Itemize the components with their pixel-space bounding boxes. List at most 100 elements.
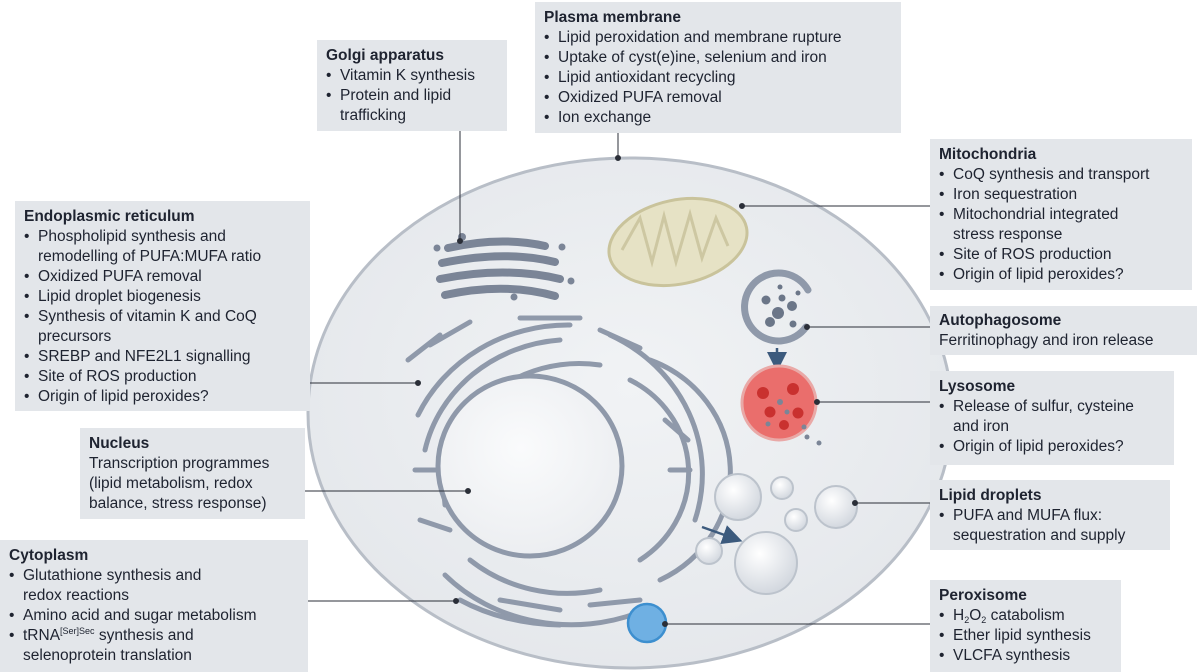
- list-item-line: Glutathione synthesis and: [23, 567, 202, 584]
- description-line: (lipid metabolism, redox: [89, 475, 253, 492]
- list-item: CoQ synthesis and transport: [939, 165, 1184, 185]
- list-item: Uptake of cyst(e)ine, selenium and iron: [544, 48, 893, 68]
- endoplasmic-reticulum-title: Endoplasmic reticulum: [24, 208, 195, 225]
- peroxisome-title: Peroxisome: [939, 587, 1027, 604]
- nucleus-title: Nucleus: [89, 435, 150, 452]
- list-item-line: Uptake of cyst(e)ine, selenium and iron: [558, 49, 827, 66]
- leader-lines: [305, 131, 930, 627]
- list-item-line: Protein and lipid: [340, 87, 452, 104]
- list-item-line: Origin of lipid peroxides?: [953, 438, 1124, 455]
- list-item-line: Vitamin K synthesis: [340, 67, 475, 84]
- lysosome-shape: [740, 364, 822, 446]
- list-item-line: Ether lipid synthesis: [953, 627, 1091, 644]
- list-item: H2O2 catabolism: [939, 606, 1113, 626]
- list-item-line: CoQ synthesis and transport: [953, 166, 1150, 183]
- description-line: Transcription programmes: [89, 455, 270, 472]
- cytoplasm-title: Cytoplasm: [9, 547, 89, 564]
- lipid-droplets-title: Lipid droplets: [939, 487, 1042, 504]
- list-item-line: and iron: [953, 418, 1010, 435]
- nucleus-description: Transcription programmes (lipid metabolis…: [89, 454, 297, 514]
- list-item-line: tRNA[Ser]Sec synthesis and: [23, 626, 194, 645]
- list-item: Lipid droplet biogenesis: [24, 287, 302, 307]
- list-item: Site of ROS production: [939, 245, 1184, 265]
- list-item-line: H2O2 catabolism: [953, 607, 1065, 625]
- list-item-line: sequestration and supply: [953, 527, 1126, 544]
- mitochondria-list: CoQ synthesis and transportIron sequestr…: [939, 165, 1184, 285]
- golgi-list: Vitamin K synthesisProtein and lipid traf…: [326, 66, 499, 126]
- peroxisome-label: Peroxisome H2O2 catabolismEther lipid sy…: [930, 580, 1121, 672]
- list-item: Iron sequestration: [939, 185, 1184, 205]
- list-item-line: Origin of lipid peroxides?: [953, 266, 1124, 283]
- lysosome-title: Lysosome: [939, 378, 1016, 395]
- autophagosome-title: Autophagosome: [939, 312, 1062, 329]
- golgi-apparatus-title: Golgi apparatus: [326, 47, 444, 64]
- list-item: Ion exchange: [544, 108, 893, 128]
- list-item-line: Oxidized PUFA removal: [558, 89, 722, 106]
- lysosome-list: Release of sulfur, cysteine and ironOrigi…: [939, 397, 1166, 457]
- list-item-line: PUFA and MUFA flux:: [953, 507, 1103, 524]
- list-item: tRNA[Ser]Sec synthesis andselenoprotein …: [9, 626, 300, 666]
- list-item-line: Release of sulfur, cysteine: [953, 398, 1134, 415]
- endoplasmic-reticulum-label: Endoplasmic reticulum Phospholipid synth…: [15, 201, 310, 411]
- list-item: Amino acid and sugar metabolism: [9, 606, 300, 626]
- list-item-line: Synthesis of vitamin K and CoQ: [38, 308, 257, 325]
- mitochondrion-shape: [607, 196, 749, 288]
- mitochondria-label: Mitochondria CoQ synthesis and transport…: [930, 139, 1192, 290]
- list-item-line: SREBP and NFE2L1 signalling: [38, 348, 251, 365]
- list-item-line: Lipid peroxidation and membrane rupture: [558, 29, 842, 46]
- list-item: Origin of lipid peroxides?: [939, 437, 1166, 457]
- list-item: Phospholipid synthesis and remodelling of…: [24, 227, 302, 267]
- list-item-line: Ion exchange: [558, 109, 652, 126]
- list-item: Glutathione synthesis and redox reactions: [9, 566, 300, 606]
- autophagosome-label: Autophagosome Ferritinophagy and iron re…: [930, 306, 1197, 355]
- peroxisome-list: H2O2 catabolismEther lipid synthesisVLCF…: [939, 606, 1113, 666]
- list-item: Oxidized PUFA removal: [24, 267, 302, 287]
- golgi-apparatus-label: Golgi apparatus Vitamin K synthesisProte…: [317, 40, 507, 131]
- list-item-line: remodelling of PUFA:MUFA ratio: [38, 248, 262, 265]
- lipid-droplets-label: Lipid droplets PUFA and MUFA flux: seques…: [930, 480, 1170, 550]
- list-item: Origin of lipid peroxides?: [939, 265, 1184, 285]
- list-item-line: Phospholipid synthesis and: [38, 228, 226, 245]
- list-item-line: Amino acid and sugar metabolism: [23, 607, 257, 624]
- description-line: balance, stress response): [89, 495, 267, 512]
- list-item-line: redox reactions: [23, 587, 129, 604]
- plasma-membrane-list: Lipid peroxidation and membrane ruptureU…: [544, 28, 893, 128]
- list-item-line: Origin of lipid peroxides?: [38, 388, 209, 405]
- list-item-line: Lipid antioxidant recycling: [558, 69, 736, 86]
- peroxisome-shape: [626, 602, 668, 644]
- list-item: VLCFA synthesis: [939, 646, 1113, 666]
- list-item-line: Iron sequestration: [953, 186, 1078, 203]
- list-item-line: VLCFA synthesis: [953, 647, 1071, 664]
- plasma-membrane-label: Plasma membrane Lipid peroxidation and m…: [535, 2, 901, 133]
- endoplasmic-reticulum-shape: [405, 315, 733, 628]
- cytoplasm-label: Cytoplasm Glutathione synthesis and redox…: [0, 540, 308, 672]
- list-item-line: precursors: [38, 328, 112, 345]
- list-item: Site of ROS production: [24, 367, 302, 387]
- list-item-line: Site of ROS production: [38, 368, 197, 385]
- lysosome-label: Lysosome Release of sulfur, cysteine and …: [930, 371, 1174, 465]
- list-item: Release of sulfur, cysteine and iron: [939, 397, 1166, 437]
- description-line: Ferritinophagy and iron release: [939, 332, 1154, 349]
- list-item: Lipid peroxidation and membrane rupture: [544, 28, 893, 48]
- lipid-droplets-list: PUFA and MUFA flux: sequestration and sup…: [939, 506, 1162, 546]
- list-item: Ether lipid synthesis: [939, 626, 1113, 646]
- golgi-apparatus-shape: [433, 233, 575, 301]
- list-item: Oxidized PUFA removal: [544, 88, 893, 108]
- list-item: SREBP and NFE2L1 signalling: [24, 347, 302, 367]
- mitochondria-title: Mitochondria: [939, 146, 1037, 163]
- list-item: Protein and lipid trafficking: [326, 86, 499, 126]
- cytoplasm-list: Glutathione synthesis and redox reactions…: [9, 566, 300, 666]
- plasma-membrane-title: Plasma membrane: [544, 9, 681, 26]
- autophagosome-description: Ferritinophagy and iron release: [939, 331, 1189, 351]
- list-item: Synthesis of vitamin K and CoQ precursors: [24, 307, 302, 347]
- autophagosome-shape: [741, 269, 812, 345]
- list-item: PUFA and MUFA flux: sequestration and sup…: [939, 506, 1162, 546]
- lipid-droplets-shape: [695, 473, 858, 595]
- list-item: Origin of lipid peroxides?: [24, 387, 302, 407]
- list-item: Vitamin K synthesis: [326, 66, 499, 86]
- list-item-line: Site of ROS production: [953, 246, 1112, 263]
- list-item-line: trafficking: [340, 107, 407, 124]
- list-item-line: Mitochondrial integrated: [953, 206, 1119, 223]
